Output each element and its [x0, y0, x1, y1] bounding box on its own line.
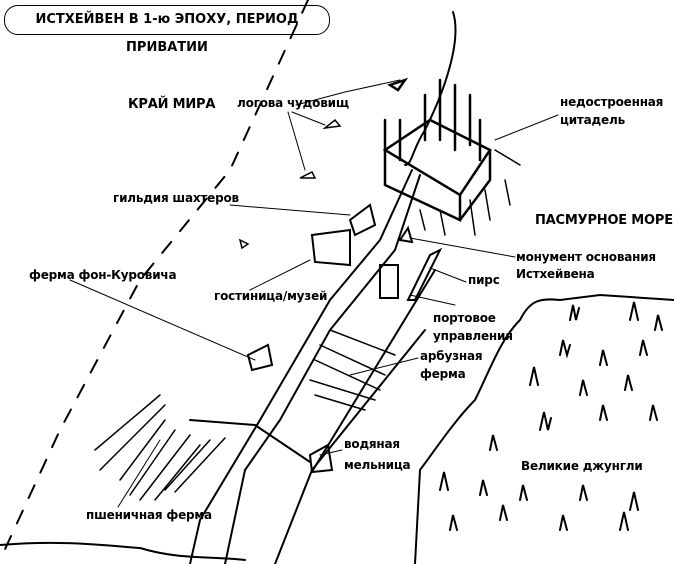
melon-field	[309, 329, 396, 411]
buildings	[246, 203, 443, 474]
label-melon-farm-line1: арбузная	[420, 349, 483, 363]
road-right-edge	[224, 174, 421, 564]
citadel-drawing	[382, 77, 492, 222]
leader-lines	[69, 79, 559, 508]
label-port-office-line2: управления	[433, 329, 513, 343]
label-citadel-line1: недостроенная	[560, 95, 664, 109]
region-label-jungle: Великие джунгли	[521, 459, 643, 473]
map-title: ИСТХЕЙВЕН В 1-ю ЭПОХУ, ПЕРИОД ПРИВАТИИ	[4, 5, 330, 55]
jungle-plants	[439, 301, 663, 531]
region-label-edge-of-world: КРАЙ МИРА	[128, 97, 216, 112]
label-melon-farm-line2: ферма	[420, 367, 466, 381]
label-watermill-line1: водяная	[344, 437, 400, 451]
label-kurovich-farm: ферма фон-Куровича	[29, 268, 177, 282]
road-left-edge	[189, 169, 413, 564]
wheat-field	[94, 394, 226, 501]
label-wheat-farm: пшеничная ферма	[86, 508, 212, 522]
bottom-shoreline	[0, 541, 246, 561]
wall-line	[189, 419, 311, 463]
lair-markers	[238, 118, 342, 250]
label-monument-line1: монумент основания	[516, 250, 656, 264]
label-hotel-museum: гостиница/музей	[214, 289, 328, 303]
coastline	[404, 11, 457, 166]
label-citadel-line2: цитадель	[560, 113, 625, 127]
label-pier: пирс	[468, 273, 500, 287]
label-monument-line2: Истхейвена	[516, 267, 595, 281]
label-watermill-line2: мельница	[344, 458, 411, 472]
jungle-border	[414, 293, 674, 564]
region-label-sea: ПАСМУРНОЕ МОРЕ	[535, 213, 673, 228]
label-port-office-line1: портовое	[433, 311, 496, 325]
sea-hatching	[419, 149, 521, 236]
label-miners-guild: гильдия шахтеров	[113, 191, 239, 205]
label-monster-lairs: логова чудовищ	[237, 96, 349, 110]
world-edge-dashed-line	[0, 0, 309, 561]
